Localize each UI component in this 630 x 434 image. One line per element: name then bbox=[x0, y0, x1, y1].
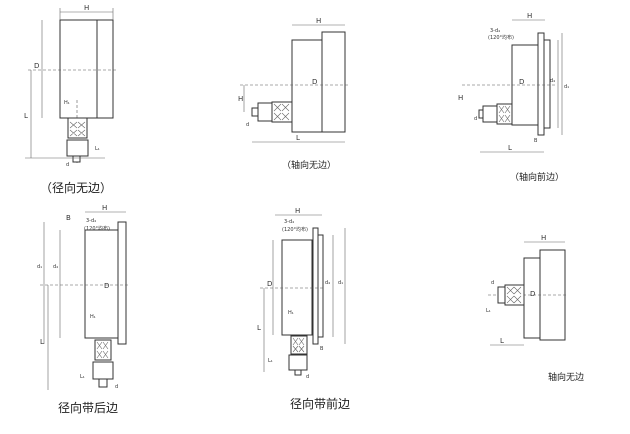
dim-d: d bbox=[306, 374, 309, 380]
dim-holes: 3-d₄ bbox=[86, 218, 96, 224]
dim-B: B bbox=[66, 214, 71, 222]
dim-d: d bbox=[246, 122, 249, 128]
dim-L: L bbox=[296, 134, 300, 142]
dim-L: L bbox=[40, 338, 44, 346]
dim-d1: d₁ bbox=[338, 280, 343, 286]
figure-radial-no-edge: H D L H₁ L₁ d （径向无边） bbox=[24, 4, 116, 195]
dim-H: H bbox=[295, 207, 300, 215]
dim-B: B bbox=[320, 346, 324, 352]
dim-H: H bbox=[541, 234, 546, 242]
dim-holes-note: (120°均布) bbox=[282, 226, 308, 233]
dim-D: D bbox=[34, 62, 39, 70]
dim-L1: L₁ bbox=[268, 358, 273, 364]
figure-radial-rear-edge: H B 3-d₄ (120°均布) d₁ d₄ D L H₁ L₁ d 径向带后… bbox=[37, 204, 128, 415]
dim-H1: H₁ bbox=[288, 310, 294, 316]
caption-axial-no-edge-2: 轴向无边 bbox=[548, 371, 584, 383]
dim-L: L bbox=[257, 324, 261, 332]
dim-d1: d₁ bbox=[37, 264, 42, 270]
dim-L1: L₁ bbox=[486, 308, 491, 314]
dim-holes-note: (120°均布) bbox=[84, 225, 110, 232]
dim-d: d bbox=[474, 116, 477, 122]
caption-axial-front-edge: （轴向前边） bbox=[510, 171, 564, 183]
dim-holes: 3-d₄ bbox=[490, 28, 500, 34]
dim-d: d bbox=[491, 280, 494, 286]
dim-holes: 3-d₄ bbox=[284, 219, 294, 225]
caption-axial-no-edge: （轴向无边） bbox=[282, 159, 336, 171]
dim-L: L bbox=[500, 337, 504, 345]
dim-L1: L₁ bbox=[80, 374, 85, 380]
dim-D: D bbox=[312, 78, 317, 86]
dim-D: D bbox=[519, 78, 524, 86]
dim-holes-note: (120°均布) bbox=[488, 34, 514, 41]
dim-d: d bbox=[66, 162, 69, 168]
dim-L1: L₁ bbox=[95, 146, 100, 152]
dim-d4: d₄ bbox=[550, 78, 555, 84]
caption-radial-rear-edge: 径向带后边 bbox=[58, 400, 118, 415]
dim-H1: H₁ bbox=[64, 100, 70, 106]
dim-H-offset: H bbox=[458, 94, 463, 102]
dim-d4: d₄ bbox=[53, 264, 58, 270]
dim-H: H bbox=[316, 17, 321, 25]
dim-D: D bbox=[104, 282, 109, 290]
figure-axial-no-edge: H D H d L （轴向无边） bbox=[238, 17, 350, 171]
dim-d4: d₄ bbox=[325, 280, 330, 286]
dim-B: B bbox=[534, 138, 538, 144]
dim-H: H bbox=[102, 204, 107, 212]
caption-radial-front-edge: 径向带前边 bbox=[290, 396, 350, 411]
figure-axial-no-edge-2: H D d L₁ L 轴向无边 bbox=[486, 234, 584, 383]
figure-axial-front-edge: H 3-d₄ (120°均布) D d₄ d₁ H d B L （轴向前边） bbox=[458, 12, 569, 183]
dim-d: d bbox=[115, 384, 118, 390]
dim-D: D bbox=[267, 280, 272, 288]
dim-H: H bbox=[527, 12, 532, 20]
dim-D: D bbox=[530, 290, 535, 298]
figure-radial-front-edge: H 3-d₄ (120°均布) D d₄ d₁ L H₁ B L₁ d 径向带前… bbox=[257, 207, 350, 411]
dim-H: H bbox=[84, 4, 89, 12]
dim-d1: d₁ bbox=[564, 84, 569, 90]
dim-H-offset: H bbox=[238, 95, 243, 103]
caption-radial-no-edge: （径向无边） bbox=[40, 180, 112, 195]
dim-L: L bbox=[24, 112, 28, 120]
dim-L: L bbox=[508, 144, 512, 152]
dim-H1: H₁ bbox=[90, 314, 96, 320]
